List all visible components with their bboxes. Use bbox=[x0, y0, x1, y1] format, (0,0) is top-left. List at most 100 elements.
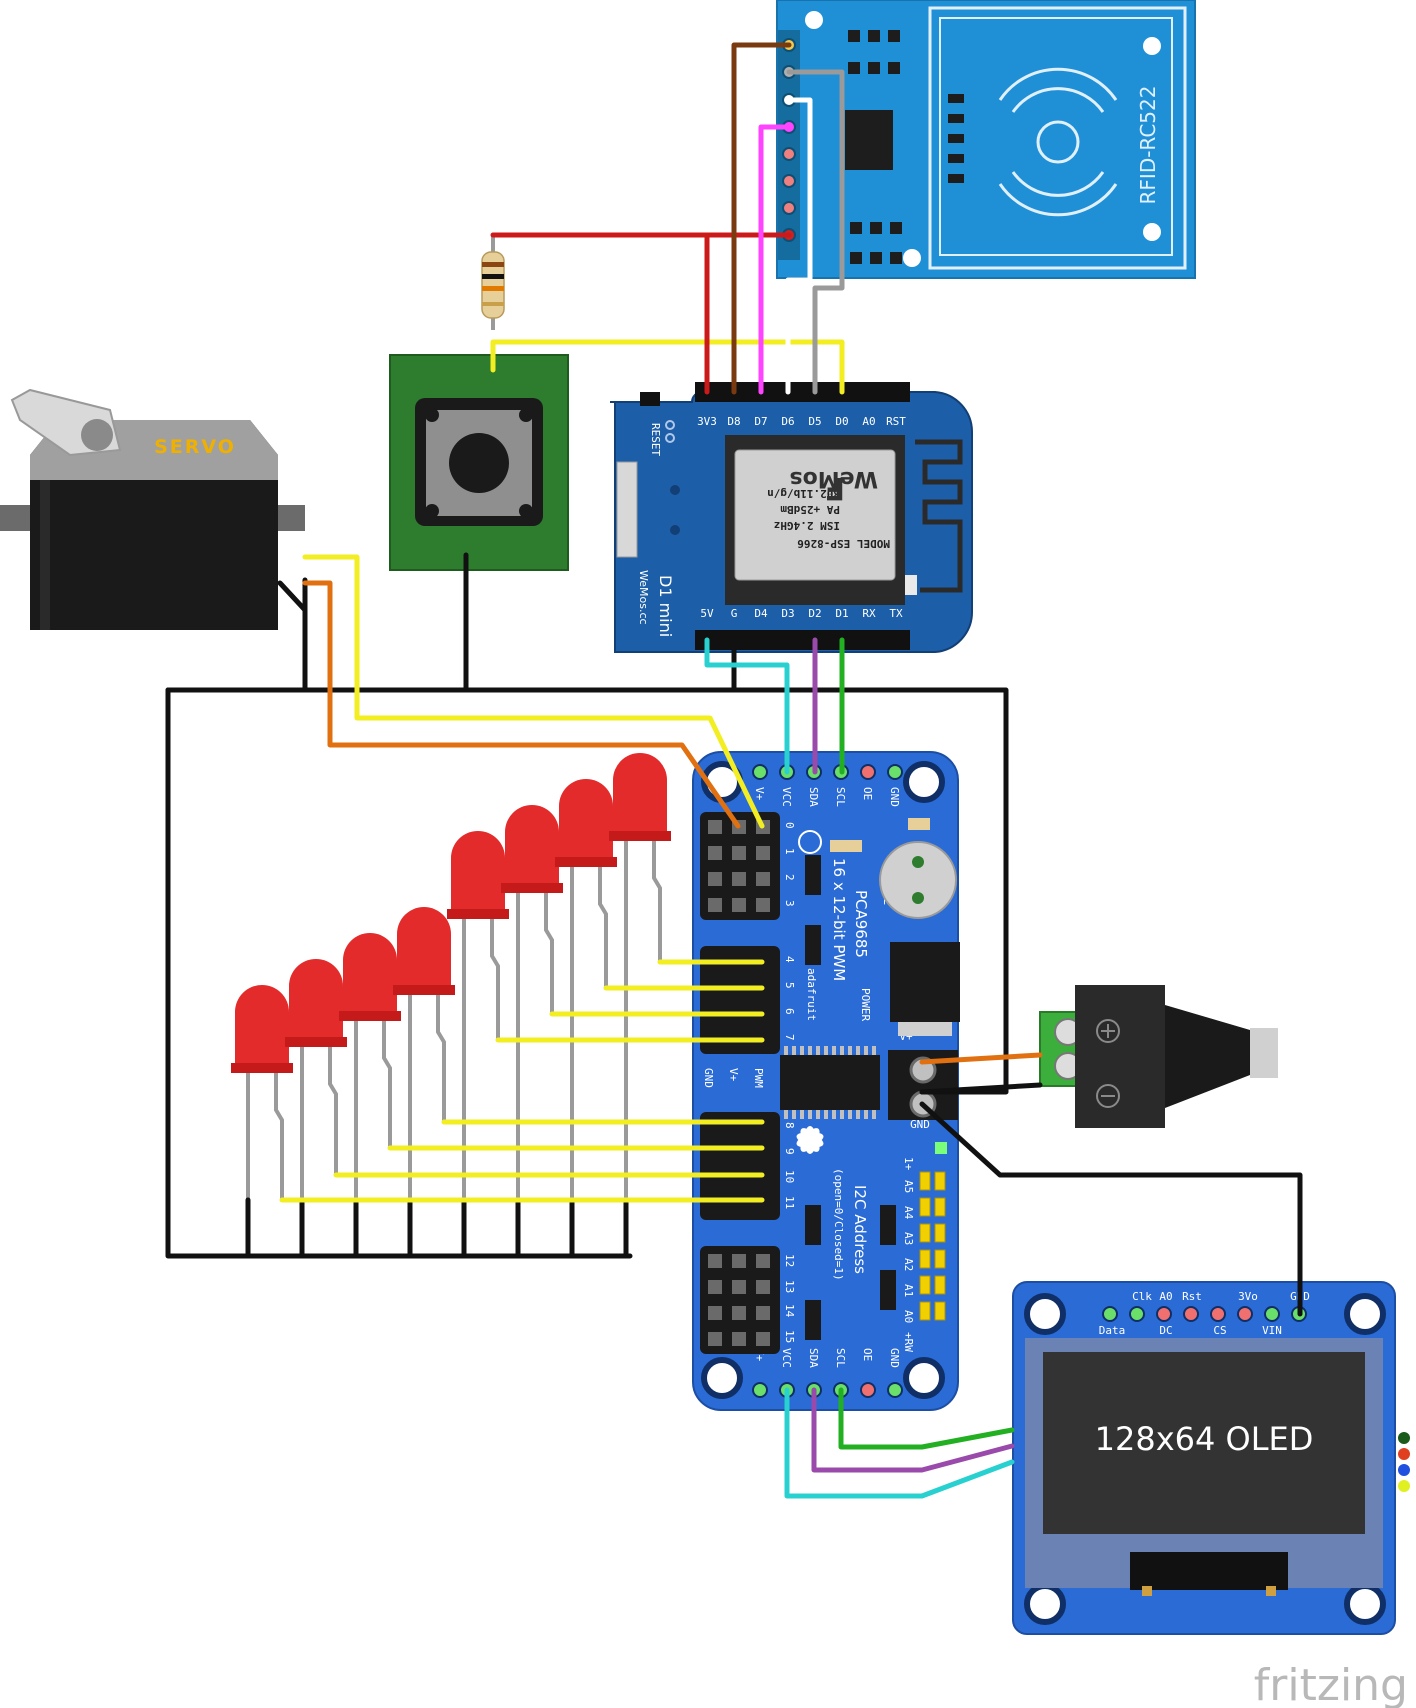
channel-label: 0 bbox=[783, 822, 796, 829]
pin-label: D5 bbox=[808, 415, 821, 428]
d1-bottom-pin-labels: 5V G D4 D3 D2 D1 RX TX bbox=[700, 607, 903, 620]
channel-label: 11 bbox=[783, 1196, 796, 1209]
led bbox=[609, 753, 671, 1200]
row-label-gnd: GND bbox=[702, 1068, 715, 1088]
pin-label: 3Vo bbox=[1238, 1290, 1258, 1303]
terminal-gnd-label: GND bbox=[910, 1118, 930, 1131]
pin-label: VCC bbox=[780, 1348, 793, 1368]
wifi-icon bbox=[915, 439, 963, 593]
pin-label: RST bbox=[886, 415, 906, 428]
pca-maker: adafruit bbox=[805, 968, 818, 1021]
pin-label: VIN bbox=[1262, 1324, 1282, 1337]
pca-header-pins bbox=[708, 820, 770, 1346]
led-array bbox=[231, 753, 671, 1200]
channel-label: 15 bbox=[783, 1330, 796, 1343]
addr-label: A0 bbox=[902, 1310, 915, 1323]
pin-label: A0 bbox=[862, 415, 875, 428]
pin-label: SDA bbox=[807, 1348, 820, 1368]
rfid-waves-icon bbox=[998, 67, 1118, 217]
pin-label: VCC bbox=[780, 787, 793, 807]
rfid-label: RFID-RC522 bbox=[1136, 86, 1160, 205]
channel-label: 8 bbox=[783, 1122, 796, 1129]
channel-label: 13 bbox=[783, 1280, 796, 1293]
minus-icon bbox=[1096, 1084, 1120, 1108]
channel-label: 4 bbox=[783, 956, 796, 963]
pin-label: G bbox=[731, 607, 738, 620]
servo-label: SERVO bbox=[154, 436, 236, 458]
svg-text:F: F bbox=[825, 470, 846, 505]
pin-label: D4 bbox=[754, 607, 768, 620]
pin-label: OE bbox=[861, 787, 874, 800]
channel-label: 6 bbox=[783, 1008, 796, 1015]
module-std: 802.11b/g/n bbox=[767, 487, 840, 500]
servo-motor: SERVO bbox=[0, 388, 305, 630]
resistor bbox=[481, 235, 505, 330]
addr-label: +RW bbox=[902, 1332, 915, 1352]
pca9685-board: V+ VCC SDA SCL OE GND V+ VCC SDA SCL OE … bbox=[692, 751, 960, 1411]
d1-site: WeMos.cc bbox=[637, 570, 650, 625]
oled-display: 128x64 OLED Clk A0 Rst 3Vo GND Data DC C… bbox=[1012, 1281, 1410, 1635]
addr-label: A4 bbox=[902, 1206, 915, 1220]
pin-label: Rst bbox=[1182, 1290, 1202, 1303]
pin-label: SDA bbox=[807, 787, 820, 807]
pin-label: SCL bbox=[834, 1348, 847, 1368]
plus-icon bbox=[1096, 1019, 1120, 1043]
pin-label: D3 bbox=[781, 607, 794, 620]
d1-reset-label: RESET bbox=[649, 423, 662, 456]
pca-top-pin-labels: V+ VCC SDA SCL OE GND bbox=[753, 787, 901, 807]
led bbox=[501, 805, 563, 1200]
pca-power-label: POWER bbox=[859, 988, 872, 1021]
wemos-d1-mini: RESET D1 mini WeMos.cc 3V3 D8 D7 D6 D5 D… bbox=[610, 382, 974, 653]
channel-label: 9 bbox=[783, 1148, 796, 1155]
wemos-logo: WeMos bbox=[789, 466, 878, 491]
pin-label: SCL bbox=[834, 787, 847, 807]
pin-label: 3V3 bbox=[697, 415, 717, 428]
pin-label: Data bbox=[1099, 1324, 1126, 1337]
pin-label: GND bbox=[888, 1348, 901, 1368]
i2c-subtitle: (open=0/Closed=1) bbox=[832, 1168, 845, 1281]
led bbox=[285, 959, 347, 1200]
pin-label: D2 bbox=[808, 607, 821, 620]
d1-brand: D1 mini bbox=[656, 575, 675, 637]
pca-chip-name: PCA9685 bbox=[852, 890, 870, 958]
esp-module-text: MODEL ESP-8266 ISM 2.4GHz PA +25dBm 802.… bbox=[767, 466, 890, 550]
wires bbox=[165, 42, 1303, 1499]
dc-barrel-jack bbox=[1039, 985, 1278, 1128]
row-label-vplus: V+ bbox=[727, 1068, 740, 1082]
channel-label: 1 bbox=[783, 848, 796, 855]
pin-label: V+ bbox=[753, 787, 766, 801]
channel-label: 10 bbox=[783, 1170, 796, 1183]
led bbox=[339, 933, 401, 1200]
pin-label: Clk bbox=[1132, 1290, 1152, 1303]
module-pa: PA +25dBm bbox=[780, 503, 840, 516]
pin-label: TX bbox=[889, 607, 903, 620]
fcc-logo: F bbox=[825, 470, 846, 505]
oled-top-pin-labels: Clk A0 Rst 3Vo GND bbox=[1132, 1290, 1310, 1303]
led bbox=[555, 779, 617, 1200]
pin-label: DC bbox=[1159, 1324, 1172, 1337]
d1-top-pin-labels: 3V3 D8 D7 D6 D5 D0 A0 RST bbox=[697, 415, 906, 428]
pin-label: D8 bbox=[727, 415, 740, 428]
row-label-pwm: PWM bbox=[752, 1068, 765, 1088]
adafruit-flower-icon bbox=[796, 1126, 824, 1154]
channel-label: 12 bbox=[783, 1254, 796, 1267]
pca-channel-labels: 0 1 2 3 4 5 6 7 8 9 10 11 12 13 14 15 bbox=[783, 822, 796, 1343]
addr-label: A3 bbox=[902, 1232, 915, 1245]
addr-label: A1 bbox=[902, 1284, 915, 1297]
pin-label: CS bbox=[1213, 1324, 1226, 1337]
channel-label: 2 bbox=[783, 874, 796, 881]
pin-label: 5V bbox=[700, 607, 714, 620]
pin-label: D1 bbox=[835, 607, 848, 620]
addr-label: A5 bbox=[902, 1180, 915, 1193]
pca-bottom-pin-labels: V+ VCC SDA SCL OE GND bbox=[753, 1348, 901, 1368]
addr-label: 1+ bbox=[902, 1157, 915, 1171]
pin-label: RX bbox=[862, 607, 876, 620]
led bbox=[393, 907, 455, 1200]
pin-label: A0 bbox=[1159, 1290, 1172, 1303]
pin-label: D6 bbox=[781, 415, 794, 428]
channel-label: 7 bbox=[783, 1034, 796, 1041]
led bbox=[447, 831, 509, 1200]
pushbutton[interactable] bbox=[389, 354, 569, 571]
pca-title: 16 x 12-bit PWM bbox=[830, 858, 848, 981]
